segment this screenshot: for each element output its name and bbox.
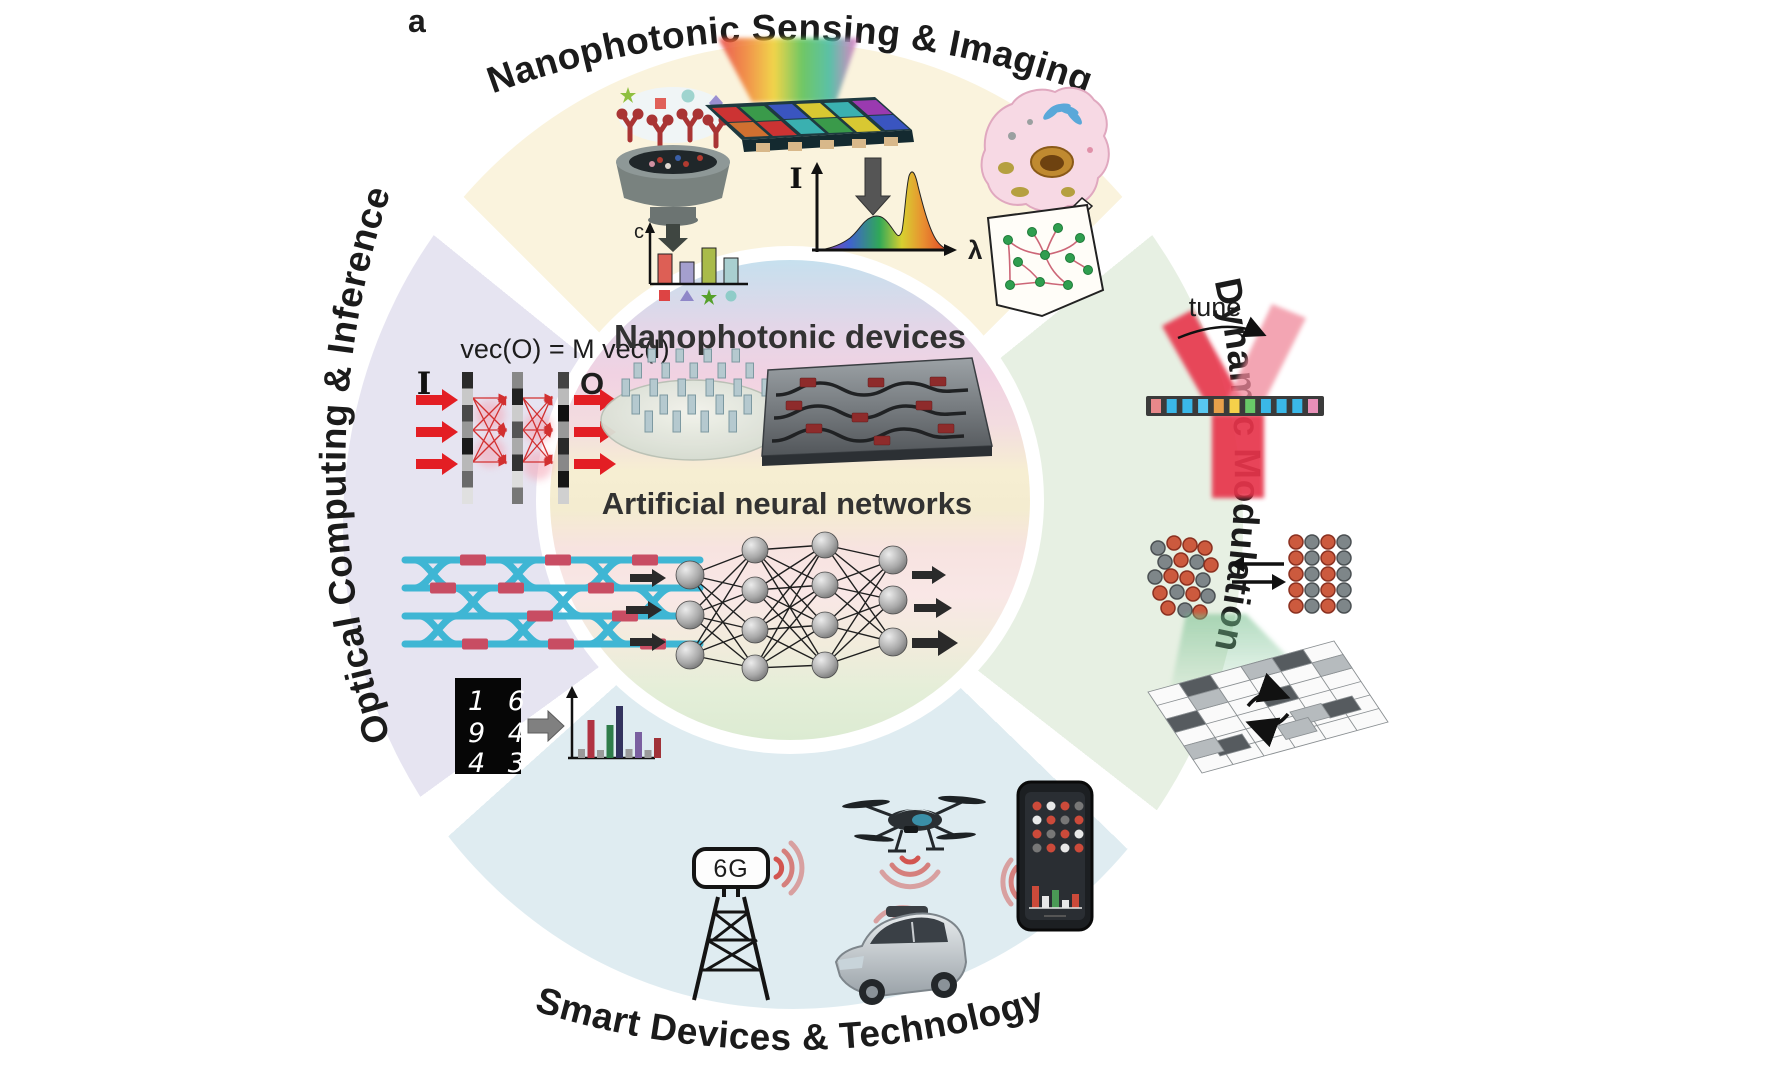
drone-icon bbox=[842, 795, 986, 853]
matrix-formula: vec(O) = M vec(I) bbox=[460, 334, 669, 364]
crystalline-atoms bbox=[1288, 534, 1352, 614]
equilibrium-arrows-icon bbox=[1230, 556, 1286, 590]
circle-antigen-icon bbox=[681, 89, 695, 103]
waveguide-mesh-icon bbox=[401, 554, 704, 650]
reconfigurable-checkerboard-icon bbox=[1147, 614, 1389, 774]
center-devices-title: Nanophotonic devices bbox=[614, 318, 966, 355]
metasurface-pillars-icon bbox=[600, 348, 786, 461]
phone-bar-chart bbox=[1029, 886, 1082, 909]
classification-bars-icon bbox=[566, 686, 661, 760]
ann-io-arrows bbox=[626, 566, 958, 656]
neural-network-icon bbox=[626, 531, 958, 682]
right-arrow-icon bbox=[527, 709, 565, 743]
sector-title-left: Optical Computing & Inference bbox=[312, 181, 398, 749]
spectrum-plot: I λ bbox=[789, 157, 983, 265]
concentration-bar-chart: c bbox=[634, 221, 748, 305]
sensor-dot-grid bbox=[1032, 801, 1084, 853]
phase-shifters bbox=[430, 554, 666, 650]
smartphone-icon bbox=[1016, 780, 1094, 932]
6g-tower-icon: 6G bbox=[692, 847, 770, 1001]
cytoskeleton-inset-icon bbox=[986, 203, 1105, 318]
cell-cilia-icon bbox=[1043, 103, 1082, 125]
down-arrow-icon bbox=[658, 224, 688, 252]
star-antigen-icon bbox=[620, 87, 636, 103]
amorphous-atoms bbox=[1147, 535, 1219, 620]
recycle-arrows-icon bbox=[1245, 672, 1291, 748]
tune-label: tune bbox=[1189, 292, 1242, 322]
phase-change-atoms-icon bbox=[1147, 534, 1352, 620]
down-arrow-icon bbox=[854, 157, 892, 216]
mnist-digits-icon: 1 6 9 4 4 3 bbox=[455, 678, 565, 779]
square-antigen-icon bbox=[655, 98, 666, 109]
diffractive-layers-icon: vec(O) = M vec(I) I O bbox=[416, 334, 670, 504]
mosaic-filter-tiles bbox=[712, 100, 909, 137]
center-ann-title: Artificial neural networks bbox=[602, 486, 972, 521]
diffractive-layer-bars bbox=[462, 372, 569, 504]
input-label: I bbox=[417, 366, 432, 402]
digit-row-3: 4 3 bbox=[468, 748, 532, 779]
intensity-axis-label: I bbox=[789, 162, 802, 195]
hyperspectral-filter-chip-icon: I λ bbox=[705, 38, 983, 265]
digit-row-1: 1 6 bbox=[468, 686, 532, 717]
metasurface-strip-segments bbox=[1151, 399, 1318, 413]
digit-row-2: 9 4 bbox=[468, 718, 532, 749]
wavelength-axis-label: λ bbox=[968, 235, 983, 265]
autonomous-car-icon bbox=[834, 906, 968, 1005]
sector-title-bottom: Smart Devices & Technology bbox=[531, 979, 1048, 1058]
photonic-circuit-icon bbox=[761, 357, 993, 466]
tower-sign-label: 6G bbox=[713, 855, 748, 883]
panel-label: a bbox=[408, 3, 426, 39]
concentration-axis-label: c bbox=[634, 221, 644, 243]
cell-micrograph-icon bbox=[980, 86, 1110, 216]
center-circle bbox=[550, 260, 1030, 740]
beam-steering-icon: tune bbox=[1146, 292, 1324, 498]
antibody-biosensor-icon: c bbox=[616, 87, 748, 305]
